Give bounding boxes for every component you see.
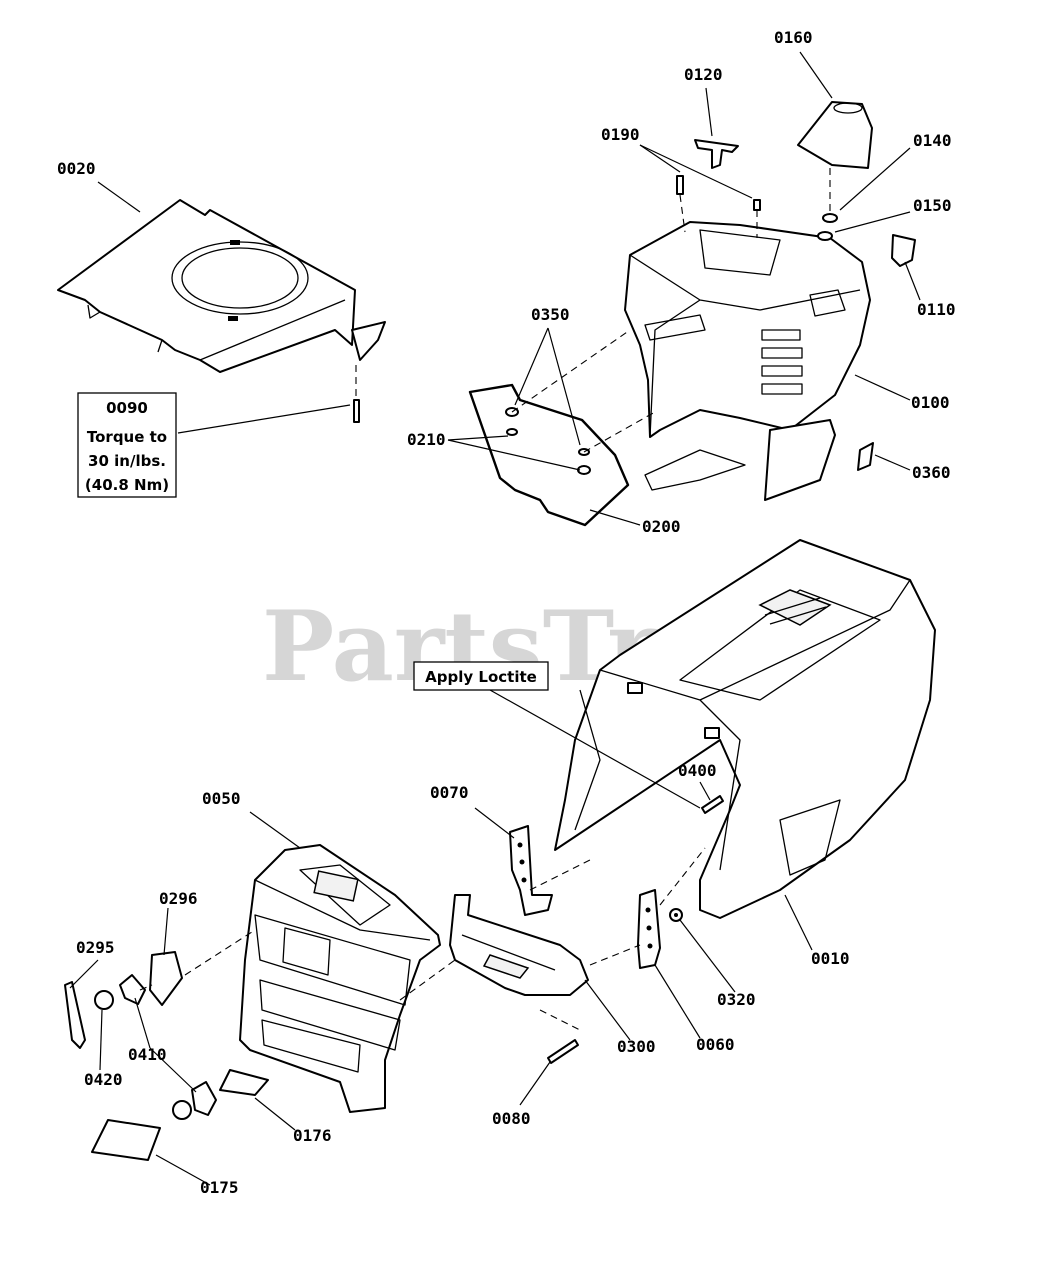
part-0090-bolt[interactable] xyxy=(353,399,360,423)
callout-0320[interactable]: 0320 xyxy=(717,990,756,1009)
callout-0010[interactable]: 0010 xyxy=(811,949,850,968)
callout-0296[interactable]: 0296 xyxy=(159,889,198,908)
part-0080-bolt[interactable] xyxy=(547,1039,579,1064)
part-0300-bumper[interactable] xyxy=(449,894,589,996)
callout-0175[interactable]: 0175 xyxy=(200,1178,239,1197)
callout-0110[interactable]: 0110 xyxy=(917,300,956,319)
callout-0120[interactable]: 0120 xyxy=(684,65,723,84)
callout-0300[interactable]: 0300 xyxy=(617,1037,656,1056)
callout-0295[interactable]: 0295 xyxy=(76,938,115,957)
part-0400-bolt[interactable] xyxy=(701,795,724,814)
callout-0420[interactable]: 0420 xyxy=(84,1070,123,1089)
part-0175-label[interactable] xyxy=(91,1119,161,1161)
part-0010-hood[interactable] xyxy=(554,539,936,919)
callout-0350[interactable]: 0350 xyxy=(531,305,570,324)
torque-note-line: (40.8 Nm) xyxy=(85,476,169,494)
part-0420-bulb[interactable] xyxy=(94,990,192,1120)
callout-0400[interactable]: 0400 xyxy=(678,761,717,780)
leader-lines xyxy=(69,51,921,1186)
part-0360-label[interactable] xyxy=(857,442,874,471)
part-0020-shroud[interactable] xyxy=(57,199,386,373)
part-0190-bolts[interactable] xyxy=(676,175,761,211)
callout-0140[interactable]: 0140 xyxy=(913,131,952,150)
part-0320-washer[interactable] xyxy=(669,908,683,922)
part-0100-dash-panel[interactable] xyxy=(624,221,871,501)
callout-0176[interactable]: 0176 xyxy=(293,1126,332,1145)
part-0070-bracket[interactable] xyxy=(509,825,553,916)
callout-0080[interactable]: 0080 xyxy=(492,1109,531,1128)
callout-0210[interactable]: 0210 xyxy=(407,430,446,449)
callout-labels: 0020 0160 0120 0190 0140 0150 0110 0350 … xyxy=(57,28,956,1197)
callout-0060[interactable]: 0060 xyxy=(696,1035,735,1054)
part-0296-lens[interactable] xyxy=(149,951,183,1006)
part-0295-lens-strip[interactable] xyxy=(64,981,86,1049)
part-0120-lever[interactable] xyxy=(694,139,739,169)
callout-0410[interactable]: 0410 xyxy=(128,1045,167,1064)
callout-0070[interactable]: 0070 xyxy=(430,783,469,802)
part-0060-bracket[interactable] xyxy=(637,889,661,969)
torque-note-part: 0090 xyxy=(106,399,148,417)
loctite-note-text: Apply Loctite xyxy=(425,668,537,686)
part-0160-cover[interactable] xyxy=(797,101,873,169)
part-0110-handle[interactable] xyxy=(891,234,916,267)
callout-0360[interactable]: 0360 xyxy=(912,463,951,482)
torque-note-line: Torque to xyxy=(87,428,167,446)
part-0200-support-rod[interactable] xyxy=(468,383,630,527)
callout-0160[interactable]: 0160 xyxy=(774,28,813,47)
part-0150-washer[interactable] xyxy=(817,213,838,241)
callout-0150[interactable]: 0150 xyxy=(913,196,952,215)
part-0050-grille[interactable] xyxy=(239,844,441,1113)
part-0176-lens[interactable] xyxy=(219,1069,269,1096)
callout-0050[interactable]: 0050 xyxy=(202,789,241,808)
callout-0020[interactable]: 0020 xyxy=(57,159,96,178)
torque-note-line: 30 in/lbs. xyxy=(88,452,166,470)
assembly-dashed-lines xyxy=(139,168,831,1031)
callout-0200[interactable]: 0200 xyxy=(642,517,681,536)
callout-0100[interactable]: 0100 xyxy=(911,393,950,412)
part-0410-socket[interactable] xyxy=(119,974,217,1116)
torque-note: 0090 Torque to 30 in/lbs. (40.8 Nm) xyxy=(77,392,177,498)
loctite-note: Apply Loctite xyxy=(413,661,549,691)
callout-0190[interactable]: 0190 xyxy=(601,125,640,144)
